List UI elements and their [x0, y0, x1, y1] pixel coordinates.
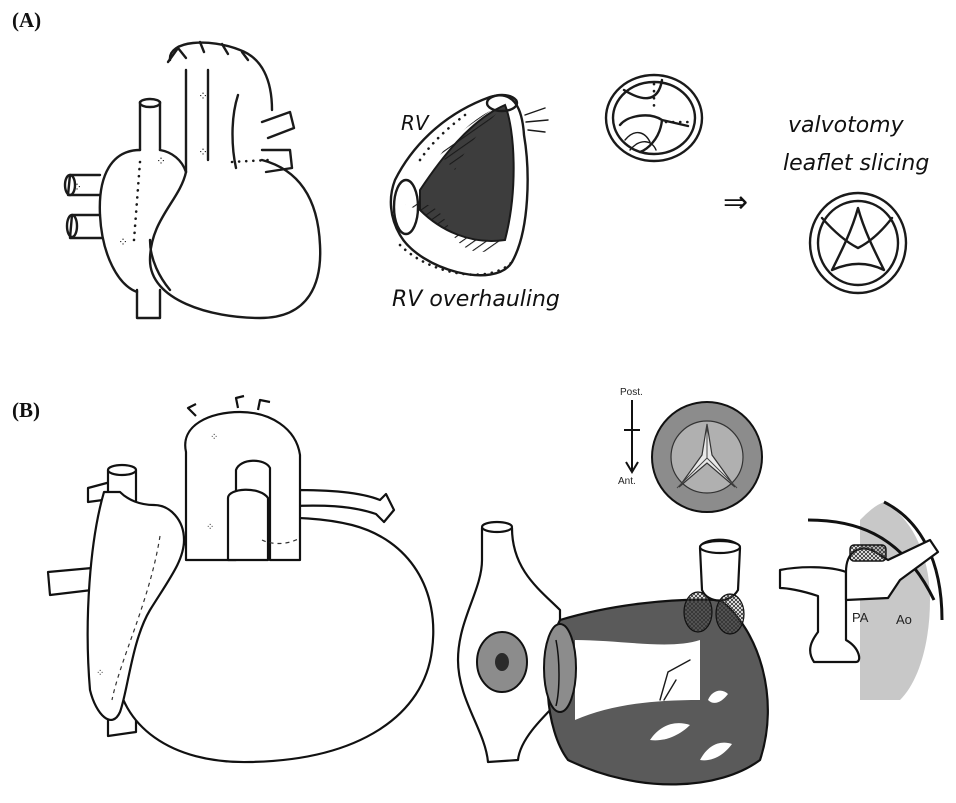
orientation-bottom-label: Ant.	[618, 476, 636, 487]
svg-text:⁘: ⁘	[72, 180, 82, 194]
pa-ao-inset-b: PA Ao	[780, 502, 942, 700]
rv-label: RV	[401, 111, 430, 135]
sketch-heart-a: ⁘ ⁘ ⁘ ⁘ ⁘	[65, 42, 320, 318]
pa-label: PA	[852, 610, 869, 625]
svg-text:⁘: ⁘	[198, 145, 208, 159]
svg-text:⁘: ⁘	[118, 235, 128, 249]
sketch-rv-opened: RV RV overhauling	[391, 95, 560, 312]
arrow-symbol: ⇒	[723, 185, 748, 220]
rv-illustration-b	[458, 522, 768, 784]
ao-label: Ao	[896, 612, 912, 627]
valve-inset-b: Post. Ant.	[618, 387, 762, 512]
sketch-valve-before	[606, 75, 702, 161]
orientation-top-label: Post.	[620, 387, 643, 398]
valvotomy-label: valvotomy	[788, 113, 905, 138]
sketch-valve-after: ⇒ valvotomy leaflet slicing	[723, 113, 929, 293]
svg-text:⁘: ⁘	[210, 432, 218, 443]
rv-overhauling-label: RV overhauling	[392, 287, 560, 312]
svg-text:⁘: ⁘	[96, 668, 104, 679]
svg-text:⁘: ⁘	[206, 522, 214, 533]
svg-text:⁘: ⁘	[156, 154, 166, 168]
heart-illustration-b: ⁘ ⁘ ⁘	[48, 396, 433, 762]
leaflet-slicing-label: leaflet slicing	[783, 151, 929, 176]
svg-text:⁘: ⁘	[198, 89, 208, 103]
